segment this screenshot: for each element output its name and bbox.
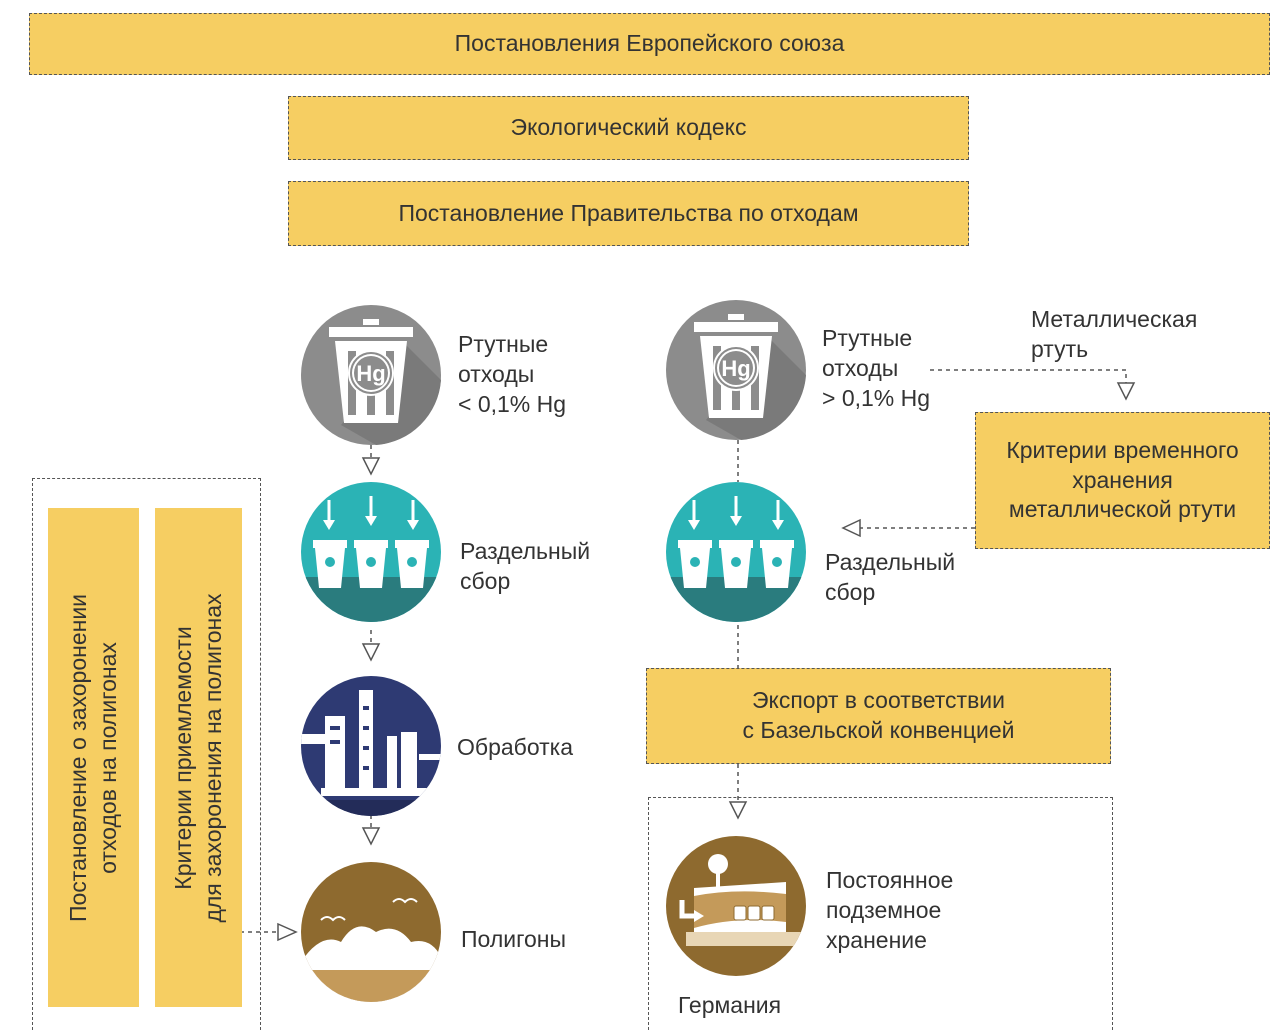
gov-decree-label: Постановление Правительства по отходам bbox=[398, 199, 859, 226]
recycling-bins-icon-right bbox=[666, 482, 806, 622]
left-collection-label: Раздельный сбор bbox=[460, 538, 591, 594]
treatment-label: Обработка bbox=[457, 734, 573, 760]
trash-bin-icon-right: Hg bbox=[666, 300, 806, 440]
storage-criteria-box: Критерии временного хранения металлическ… bbox=[975, 412, 1270, 549]
arrow-down-3 bbox=[361, 827, 381, 846]
eu-regulations-box: Постановления Европейского союза bbox=[29, 13, 1270, 75]
germany-label: Германия bbox=[678, 992, 782, 1018]
hg-symbol-right: Hg bbox=[721, 356, 750, 381]
right-collection-label: Раздельный сбор bbox=[825, 549, 956, 605]
eu-regulations-label: Постановления Европейского союза bbox=[454, 30, 845, 57]
arrow-right-landfills bbox=[277, 922, 298, 942]
eco-code-label: Экологический кодекс bbox=[510, 114, 747, 141]
landfill-decree-label: Постановление о захоронении отходов на п… bbox=[64, 593, 121, 922]
metallic-mercury-label: Металлическая ртуть bbox=[1031, 306, 1198, 362]
gov-decree-box: Постановление Правительства по отходам bbox=[288, 181, 969, 246]
connector-metallic-criteria bbox=[930, 369, 1127, 383]
landfills-label: Полигоны bbox=[461, 926, 566, 952]
arrow-down-metallic bbox=[1116, 382, 1136, 401]
landfill-regulation-frame bbox=[32, 478, 261, 1030]
arrow-left-criteria bbox=[841, 518, 861, 538]
eco-code-box: Экологический кодекс bbox=[288, 96, 969, 160]
landfill-icon bbox=[301, 862, 441, 1002]
left-waste-label: Ртутные отходы < 0,1% Hg bbox=[458, 331, 567, 417]
arrow-down-storage bbox=[728, 801, 748, 820]
trash-bin-icon: Hg bbox=[301, 305, 441, 445]
recycling-bins-icon bbox=[301, 482, 441, 622]
storage-criteria-label: Критерии временного хранения металлическ… bbox=[1006, 436, 1239, 523]
landfill-decree-box: Постановление о захоронении отходов на п… bbox=[48, 508, 139, 1007]
arrow-down-2 bbox=[361, 643, 381, 662]
landfill-criteria-label: Критерии приемлемости для захоронения на… bbox=[169, 592, 226, 923]
right-waste-label: Ртутные отходы > 0,1% Hg bbox=[822, 325, 931, 411]
export-box: Экспорт в соответствии с Базельской конв… bbox=[646, 668, 1111, 764]
germany-frame bbox=[648, 797, 1113, 1030]
underground-storage-icon bbox=[666, 836, 806, 976]
hg-symbol: Hg bbox=[356, 361, 385, 386]
storage-label: Постоянное подземное хранение bbox=[826, 867, 954, 953]
export-label: Экспорт в соответствии с Базельской конв… bbox=[742, 687, 1015, 743]
factory-icon bbox=[301, 676, 441, 816]
landfill-criteria-box: Критерии приемлемости для захоронения на… bbox=[155, 508, 242, 1007]
arrow-down-1 bbox=[361, 457, 381, 476]
